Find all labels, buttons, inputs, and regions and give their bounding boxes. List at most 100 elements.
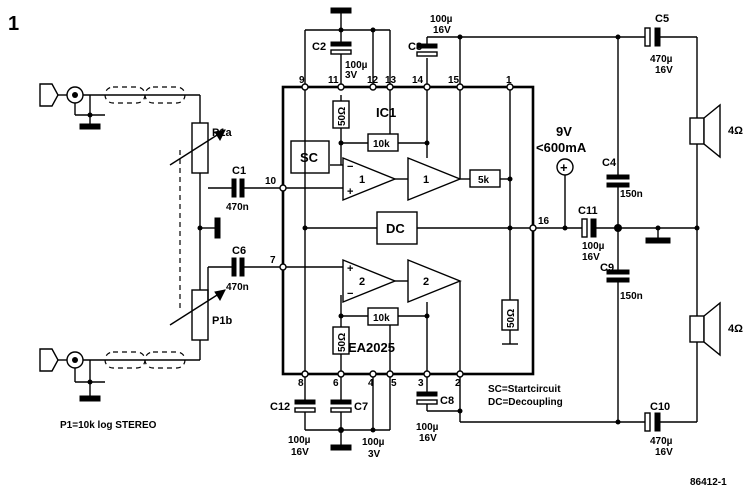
pin-2: 2 (455, 378, 461, 389)
p1a-body (191, 122, 209, 174)
note-sc: SC=Startcircuit (488, 384, 561, 395)
c12-value-1: 100µ (288, 435, 311, 446)
pin-4: 4 (368, 378, 374, 389)
ground-top (330, 7, 352, 14)
c3-label: C3 (408, 41, 422, 53)
c1-value: 470n (226, 202, 249, 213)
c5-value-1: 470µ (650, 54, 673, 65)
opamp-1-minus: − (347, 161, 353, 173)
resistor-50-lower (332, 326, 350, 355)
c7-value-2: 3V (368, 449, 381, 460)
c4-label: C4 (602, 157, 617, 169)
pin-16: 16 (538, 216, 550, 227)
c5-plate (644, 27, 651, 47)
c7-value-1: 100µ (362, 437, 385, 448)
c2-plate-2 (330, 49, 352, 55)
resistor-10k-upper (367, 133, 399, 152)
c12-plate-2 (294, 407, 316, 413)
c9-plate (606, 269, 630, 275)
resistor-10k-lower (367, 307, 399, 326)
supply-current: <600mA (536, 140, 587, 155)
ground-pot (214, 217, 221, 239)
power-amp-1 (407, 156, 462, 202)
opamp-1-label: 1 (359, 174, 365, 186)
c3-value-2: 16V (433, 25, 451, 36)
supply-voltage: 9V (556, 124, 572, 139)
c2-value-2: 3V (345, 70, 358, 81)
pin-14: 14 (412, 75, 424, 86)
c7-plate (330, 399, 352, 405)
power-amp-1-label: 1 (423, 174, 429, 186)
pin-7: 7 (270, 255, 276, 266)
supply-plus: + (560, 160, 568, 175)
speaker-top-body (689, 117, 705, 145)
c10-value-2: 16V (655, 447, 673, 458)
pin-3: 3 (418, 378, 424, 389)
opamp-2-minus: − (347, 288, 353, 300)
c12-plate (294, 399, 316, 405)
c9-value: 150n (620, 291, 643, 302)
c10-plate-2 (654, 412, 661, 432)
ic-name: IC1 (376, 105, 396, 120)
ground-middle (645, 237, 671, 244)
pin-13: 13 (385, 75, 397, 86)
note-p1: P1=10k log STEREO (60, 420, 157, 431)
c8-plate-2 (416, 399, 438, 405)
note-dc: DC=Decoupling (488, 397, 563, 408)
c5-plate-2 (654, 27, 661, 47)
speaker-bottom-impedance: 4Ω (728, 323, 743, 335)
c11-plate-2 (590, 218, 597, 238)
resistor-5k-label: 5k (478, 175, 490, 186)
ground-bottom (330, 444, 352, 451)
opamp-1 (342, 156, 397, 202)
p1b-label: P1b (212, 315, 232, 327)
pin-5: 5 (391, 378, 397, 389)
speaker-bottom-cone (703, 301, 721, 357)
c11-plate (581, 218, 588, 238)
c8-label: C8 (440, 395, 454, 407)
c12-value-2: 16V (291, 447, 309, 458)
shield-bottom-2 (144, 351, 186, 369)
c2-label: C2 (312, 41, 326, 53)
speaker-bottom-body (689, 315, 705, 343)
speaker-top-impedance: 4Ω (728, 125, 743, 137)
power-amp-2 (407, 258, 462, 304)
resistor-10k-lower-label: 10k (373, 313, 390, 324)
pin-11: 11 (328, 75, 339, 86)
c11-label: C11 (578, 205, 598, 217)
c2-value-1: 100µ (345, 60, 368, 71)
c11-value-1: 100µ (582, 241, 605, 252)
c10-label: C10 (650, 401, 670, 413)
ground-input-top (79, 123, 101, 130)
dc-block (376, 211, 418, 245)
c8-value-2: 16V (419, 433, 437, 444)
resistor-50-upper-label: 50Ω (337, 107, 348, 126)
c12-label: C12 (270, 401, 290, 413)
c6-label: C6 (232, 245, 246, 257)
speaker-top-cone (703, 103, 721, 159)
c6-value: 470n (226, 282, 249, 293)
c4-plate (606, 174, 630, 180)
dc-block-label: DC (386, 221, 405, 236)
c8-value-1: 100µ (416, 422, 439, 433)
pin-10: 10 (265, 176, 277, 187)
power-amp-2-label: 2 (423, 276, 429, 288)
c5-value-2: 16V (655, 65, 673, 76)
c11-value-2: 16V (582, 252, 600, 263)
c3-plate (416, 51, 438, 57)
c7-plate-2 (330, 407, 352, 413)
c8-plate (416, 391, 438, 397)
sc-block-label: SC (300, 150, 319, 165)
pin-9: 9 (299, 75, 305, 86)
pin-1: 1 (506, 75, 512, 86)
c2-plate (330, 41, 352, 47)
resistor-10k-upper-label: 10k (373, 139, 390, 150)
reference-number: 86412-1 (690, 477, 727, 488)
figure-number: 1 (8, 13, 19, 35)
pin-15: 15 (448, 75, 460, 86)
opamp-2-plus: + (347, 263, 353, 275)
c4-plate-2 (606, 182, 630, 188)
c10-value-1: 470µ (650, 436, 673, 447)
